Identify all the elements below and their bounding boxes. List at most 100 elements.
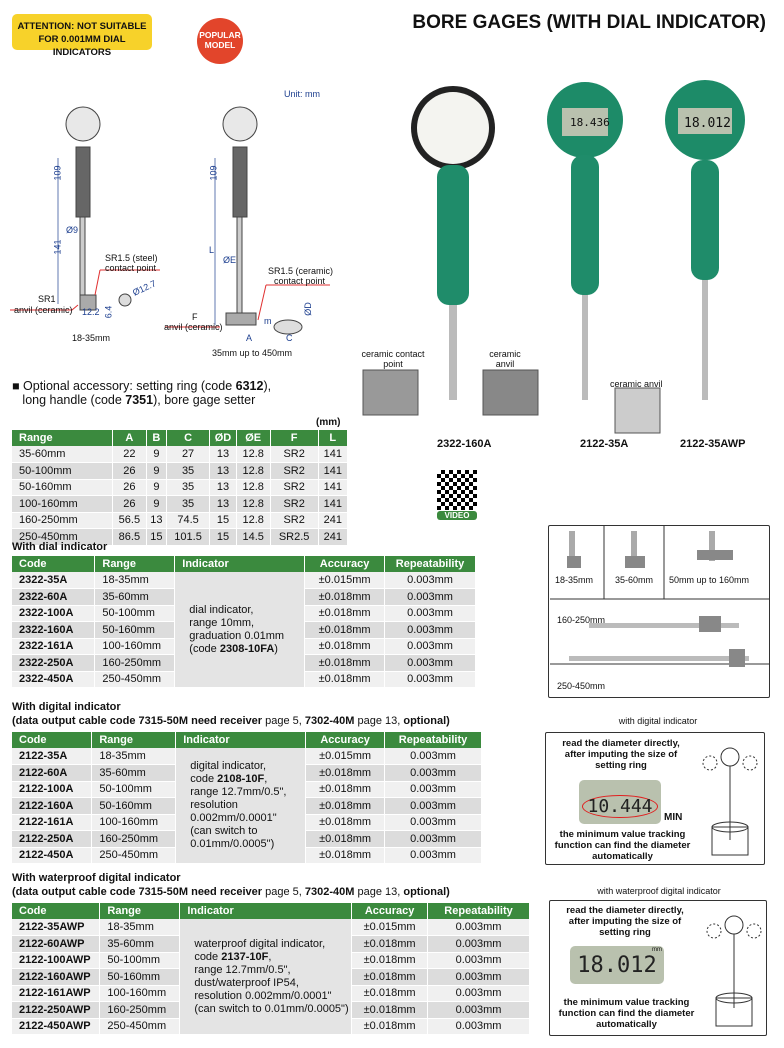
code-cell: 2122-160AWP [12,968,101,986]
caption-18-35: 18-35mm [72,333,111,343]
repeatability-cell: 0.003mm [384,572,476,589]
range-cell: 50-100mm [91,781,177,798]
repeatability-cell: 0.003mm [427,985,530,1002]
accuracy-cell: ±0.018mm [304,605,386,622]
indicator-text: (can switch to [190,825,258,837]
indicator-text: resolution 0.002mm/0.0001" [194,989,332,1002]
table-cell: 12.8 [236,512,271,529]
column-header: ØE [236,430,271,446]
table-cell: 27 [166,446,211,463]
label-ceramic-anvil-2: ceramic anvil [610,379,663,389]
accuracy-cell: ±0.018mm [351,1018,429,1035]
label-sr1: SR1 [38,294,56,304]
accuracy-cell: ±0.018mm [304,588,386,606]
dim-12-2: 12.2 [82,307,100,317]
indicator-text: range 12.7mm/0.5", [190,786,287,798]
table-cell: 241 [318,512,349,529]
dim-109b: 109 [208,165,219,181]
repeatability-cell: 0.003mm [384,830,482,848]
table-cell: 22 [112,446,147,463]
code-cell: 2122-250AWP [12,1001,101,1019]
dim-C: C [286,333,293,343]
accessory-note: ■ Optional accessory: setting ring (code… [12,379,272,407]
dim-109: 109 [52,165,63,181]
table-cell: 15 [209,528,237,546]
code-cell: 2122-60AWP [12,935,101,953]
table-cell: 14.5 [236,528,271,546]
range-cell: 50-100mm [99,952,181,969]
lcd-unit: mm [652,947,662,953]
table-cell: 12.8 [236,495,271,513]
technical-drawing [10,106,330,335]
video-badge[interactable]: VIDEO [437,511,477,520]
table-cell: 9 [146,462,167,480]
column-header: A [112,430,147,446]
table-cell: SR2 [270,495,319,513]
repeatability-cell: 0.003mm [384,764,482,782]
code-cell: 2122-450AWP [12,1018,101,1035]
range-cell: 250-450mm [91,847,177,864]
table-cell: 26 [112,495,147,513]
range-cell: 250-450mm [99,1018,181,1035]
label-F: F [192,312,198,322]
repeatability-cell: 0.003mm [427,919,530,936]
table-cell: 9 [146,479,167,496]
accuracy-cell: ±0.018mm [304,621,386,639]
accuracy-cell: ±0.018mm [305,797,386,815]
code-cell: 2322-161A [12,638,96,655]
table-cell: 13 [209,495,237,513]
indicator-text: range 10mm, [189,616,255,629]
product-photos [362,80,745,434]
accuracy-cell: ±0.018mm [351,952,429,969]
repeatability-cell: 0.003mm [427,935,530,953]
column-header: C [166,430,211,446]
qr-code[interactable] [437,470,477,510]
repeatability-cell: 0.003mm [384,588,476,606]
table-cell: 12.8 [236,446,271,463]
attention-badge: ATTENTION: NOT SUITABLE FOR 0.001MM DIAL… [12,14,152,58]
lcd-2122-35awp: 18.012 [684,116,731,131]
indicator-text: , [268,950,272,963]
column-header: Range [94,556,176,572]
table-cell: 100-160mm [12,495,113,513]
indicator-text: digital indicator, [190,760,267,772]
accuracy-cell: ±0.018mm [305,830,386,848]
head-160-250: 160-250mm [557,615,606,625]
indicator-text: (code [189,642,220,655]
table-cell: 35-60mm [12,446,113,463]
head-35-60: 35-60mm [615,575,654,585]
column-header: Repeatability [427,903,530,919]
table-cell: 35 [166,495,211,513]
code-cell: 2322-160A [12,621,96,639]
indicator-text: dial indicator, [189,603,254,616]
repeatability-cell: 0.003mm [384,814,482,831]
range-cell: 100-160mm [91,814,177,831]
range-cell: 160-250mm [99,1001,181,1019]
table-cell: 141 [318,462,349,480]
caption-35-450: 35mm up to 450mm [212,348,293,358]
range-cell: 160-250mm [91,830,177,848]
waterproof-feature-label: with waterproof digital indicator [597,886,721,896]
range-cell: 18-35mm [99,919,181,936]
indicator-description: dial indicator,range 10mm,graduation 0.0… [174,572,306,688]
head-50-160: 50mm up to 160mm [669,575,750,585]
label-anvil-2: anvil (ceramic) [164,322,223,332]
code-cell: 2122-35A [12,748,93,765]
tracking-text: the minimum value tracking function can … [554,829,691,862]
repeatability-cell: 0.003mm [384,638,476,655]
range-cell: 50-100mm [94,605,176,622]
table-cell: SR2 [270,446,319,463]
tracking-text-2: the minimum value tracking function can … [558,997,695,1030]
accuracy-cell: ±0.018mm [305,847,386,864]
label-anvil: anvil (ceramic) [14,305,73,315]
